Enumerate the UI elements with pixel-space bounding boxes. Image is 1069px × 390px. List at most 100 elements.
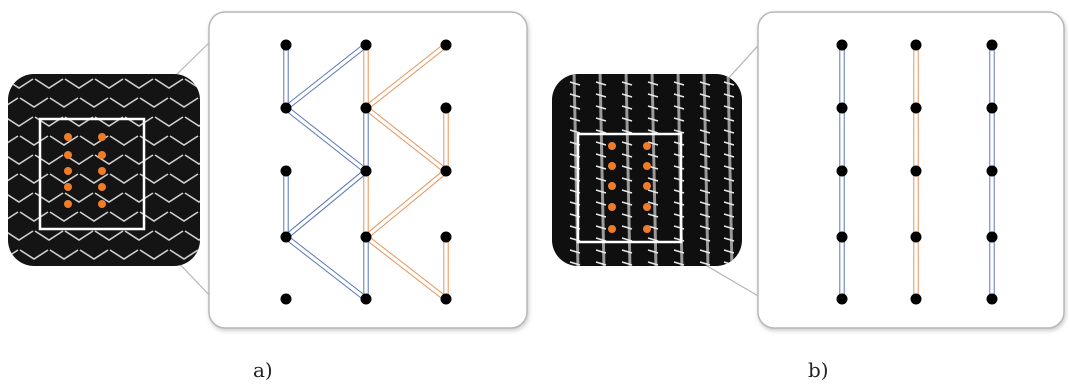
node-dot xyxy=(440,293,452,305)
sample-dot xyxy=(64,151,72,159)
weave-stroke xyxy=(124,192,154,203)
yarn-tick xyxy=(647,189,659,194)
node-dot xyxy=(986,165,998,177)
yarn-tick xyxy=(673,129,685,134)
yarn-tick xyxy=(723,237,735,242)
yarn-tick xyxy=(621,117,633,122)
sample-dot xyxy=(643,162,651,170)
yarn-tick xyxy=(723,153,735,158)
weave-stroke xyxy=(19,97,49,108)
weave-stroke xyxy=(169,173,199,184)
weave-stroke xyxy=(19,135,49,146)
yarn-tick xyxy=(673,201,685,206)
weave-stroke xyxy=(79,97,109,108)
yarn-tick xyxy=(621,129,633,134)
yarn-tick xyxy=(595,141,607,146)
yarn-tick xyxy=(595,117,607,122)
yarn-tick xyxy=(647,261,659,266)
yarn-tick xyxy=(723,249,735,254)
weave-stroke xyxy=(94,192,124,203)
yarn-tick xyxy=(699,93,711,98)
herringbone-texture xyxy=(0,60,200,278)
yarn-tick xyxy=(621,153,633,158)
node-dot xyxy=(836,165,848,177)
yarn-edge xyxy=(364,168,445,236)
yarn-edge xyxy=(284,42,365,107)
node-dot xyxy=(280,165,292,177)
node-dot xyxy=(280,102,292,114)
yarn-tick xyxy=(723,105,735,110)
yarn-tick xyxy=(595,201,607,206)
weave-stroke xyxy=(8,135,19,146)
node-dot xyxy=(836,102,848,114)
sample-dot xyxy=(643,225,651,233)
yarn-line xyxy=(726,74,734,266)
yarn-tick xyxy=(621,261,633,266)
weave-stroke xyxy=(139,97,169,108)
yarn-tick xyxy=(621,189,633,194)
node-dot xyxy=(836,39,848,51)
yarn-tick xyxy=(699,189,711,194)
weave-stroke xyxy=(19,211,49,222)
node-dot xyxy=(440,165,452,177)
yarn-tick xyxy=(647,213,659,218)
node-dot xyxy=(986,231,998,243)
yarn-tick xyxy=(647,237,659,242)
weave-stroke xyxy=(64,78,94,89)
yarn-tick xyxy=(595,93,607,98)
yarn-tick xyxy=(699,201,711,206)
weave-stroke xyxy=(49,135,79,146)
weave-stroke xyxy=(169,249,199,260)
panel-a xyxy=(0,11,528,329)
weave-stroke xyxy=(79,249,109,260)
sample-dot xyxy=(64,133,72,141)
sample-dot xyxy=(643,182,651,190)
weave-stroke xyxy=(79,173,109,184)
yarn-edge xyxy=(367,105,448,170)
yarn-tick xyxy=(673,141,685,146)
yarn-tick xyxy=(621,93,633,98)
yarn-tick xyxy=(673,105,685,110)
yarn-tick xyxy=(621,249,633,254)
weave-stroke xyxy=(169,97,199,108)
yarn-line xyxy=(702,74,710,266)
node-dot xyxy=(440,39,452,51)
yarn-tick xyxy=(673,165,685,170)
weave-stroke xyxy=(8,154,34,165)
yarn-tick xyxy=(723,93,735,98)
weave-stroke xyxy=(49,173,79,184)
yarn-tick xyxy=(699,153,711,158)
yarn-tick xyxy=(699,117,711,122)
weave-stroke xyxy=(94,230,124,241)
sample-points-b xyxy=(608,142,651,233)
weave-stroke xyxy=(8,173,19,184)
caption-b: b) xyxy=(808,358,829,382)
weave-stroke xyxy=(64,230,94,241)
node-dot xyxy=(986,39,998,51)
node-dot xyxy=(360,39,372,51)
weave-stroke xyxy=(8,211,19,222)
yarn-tick xyxy=(647,105,659,110)
yarn-edge xyxy=(364,42,445,107)
weave-stroke xyxy=(50,60,78,69)
yarn-tick xyxy=(647,177,659,182)
yarn-edge xyxy=(364,109,445,174)
caption-a: a) xyxy=(253,358,273,382)
weave-stroke xyxy=(184,192,200,203)
panel-b xyxy=(552,11,1065,329)
weave-stroke xyxy=(154,116,184,127)
weave-stroke xyxy=(65,269,93,278)
yarn-edge xyxy=(287,172,368,240)
sample-dot xyxy=(98,151,106,159)
yarn-tick xyxy=(621,165,633,170)
yarn-edge xyxy=(367,46,448,111)
yarn-tick xyxy=(621,213,633,218)
yarn-tick xyxy=(647,201,659,206)
thumbnail-b xyxy=(552,74,742,266)
weave-stroke xyxy=(0,60,18,69)
weave-stroke xyxy=(109,249,139,260)
yarn-tick xyxy=(699,129,711,134)
sample-dot xyxy=(64,200,72,208)
yarn-tick xyxy=(673,237,685,242)
